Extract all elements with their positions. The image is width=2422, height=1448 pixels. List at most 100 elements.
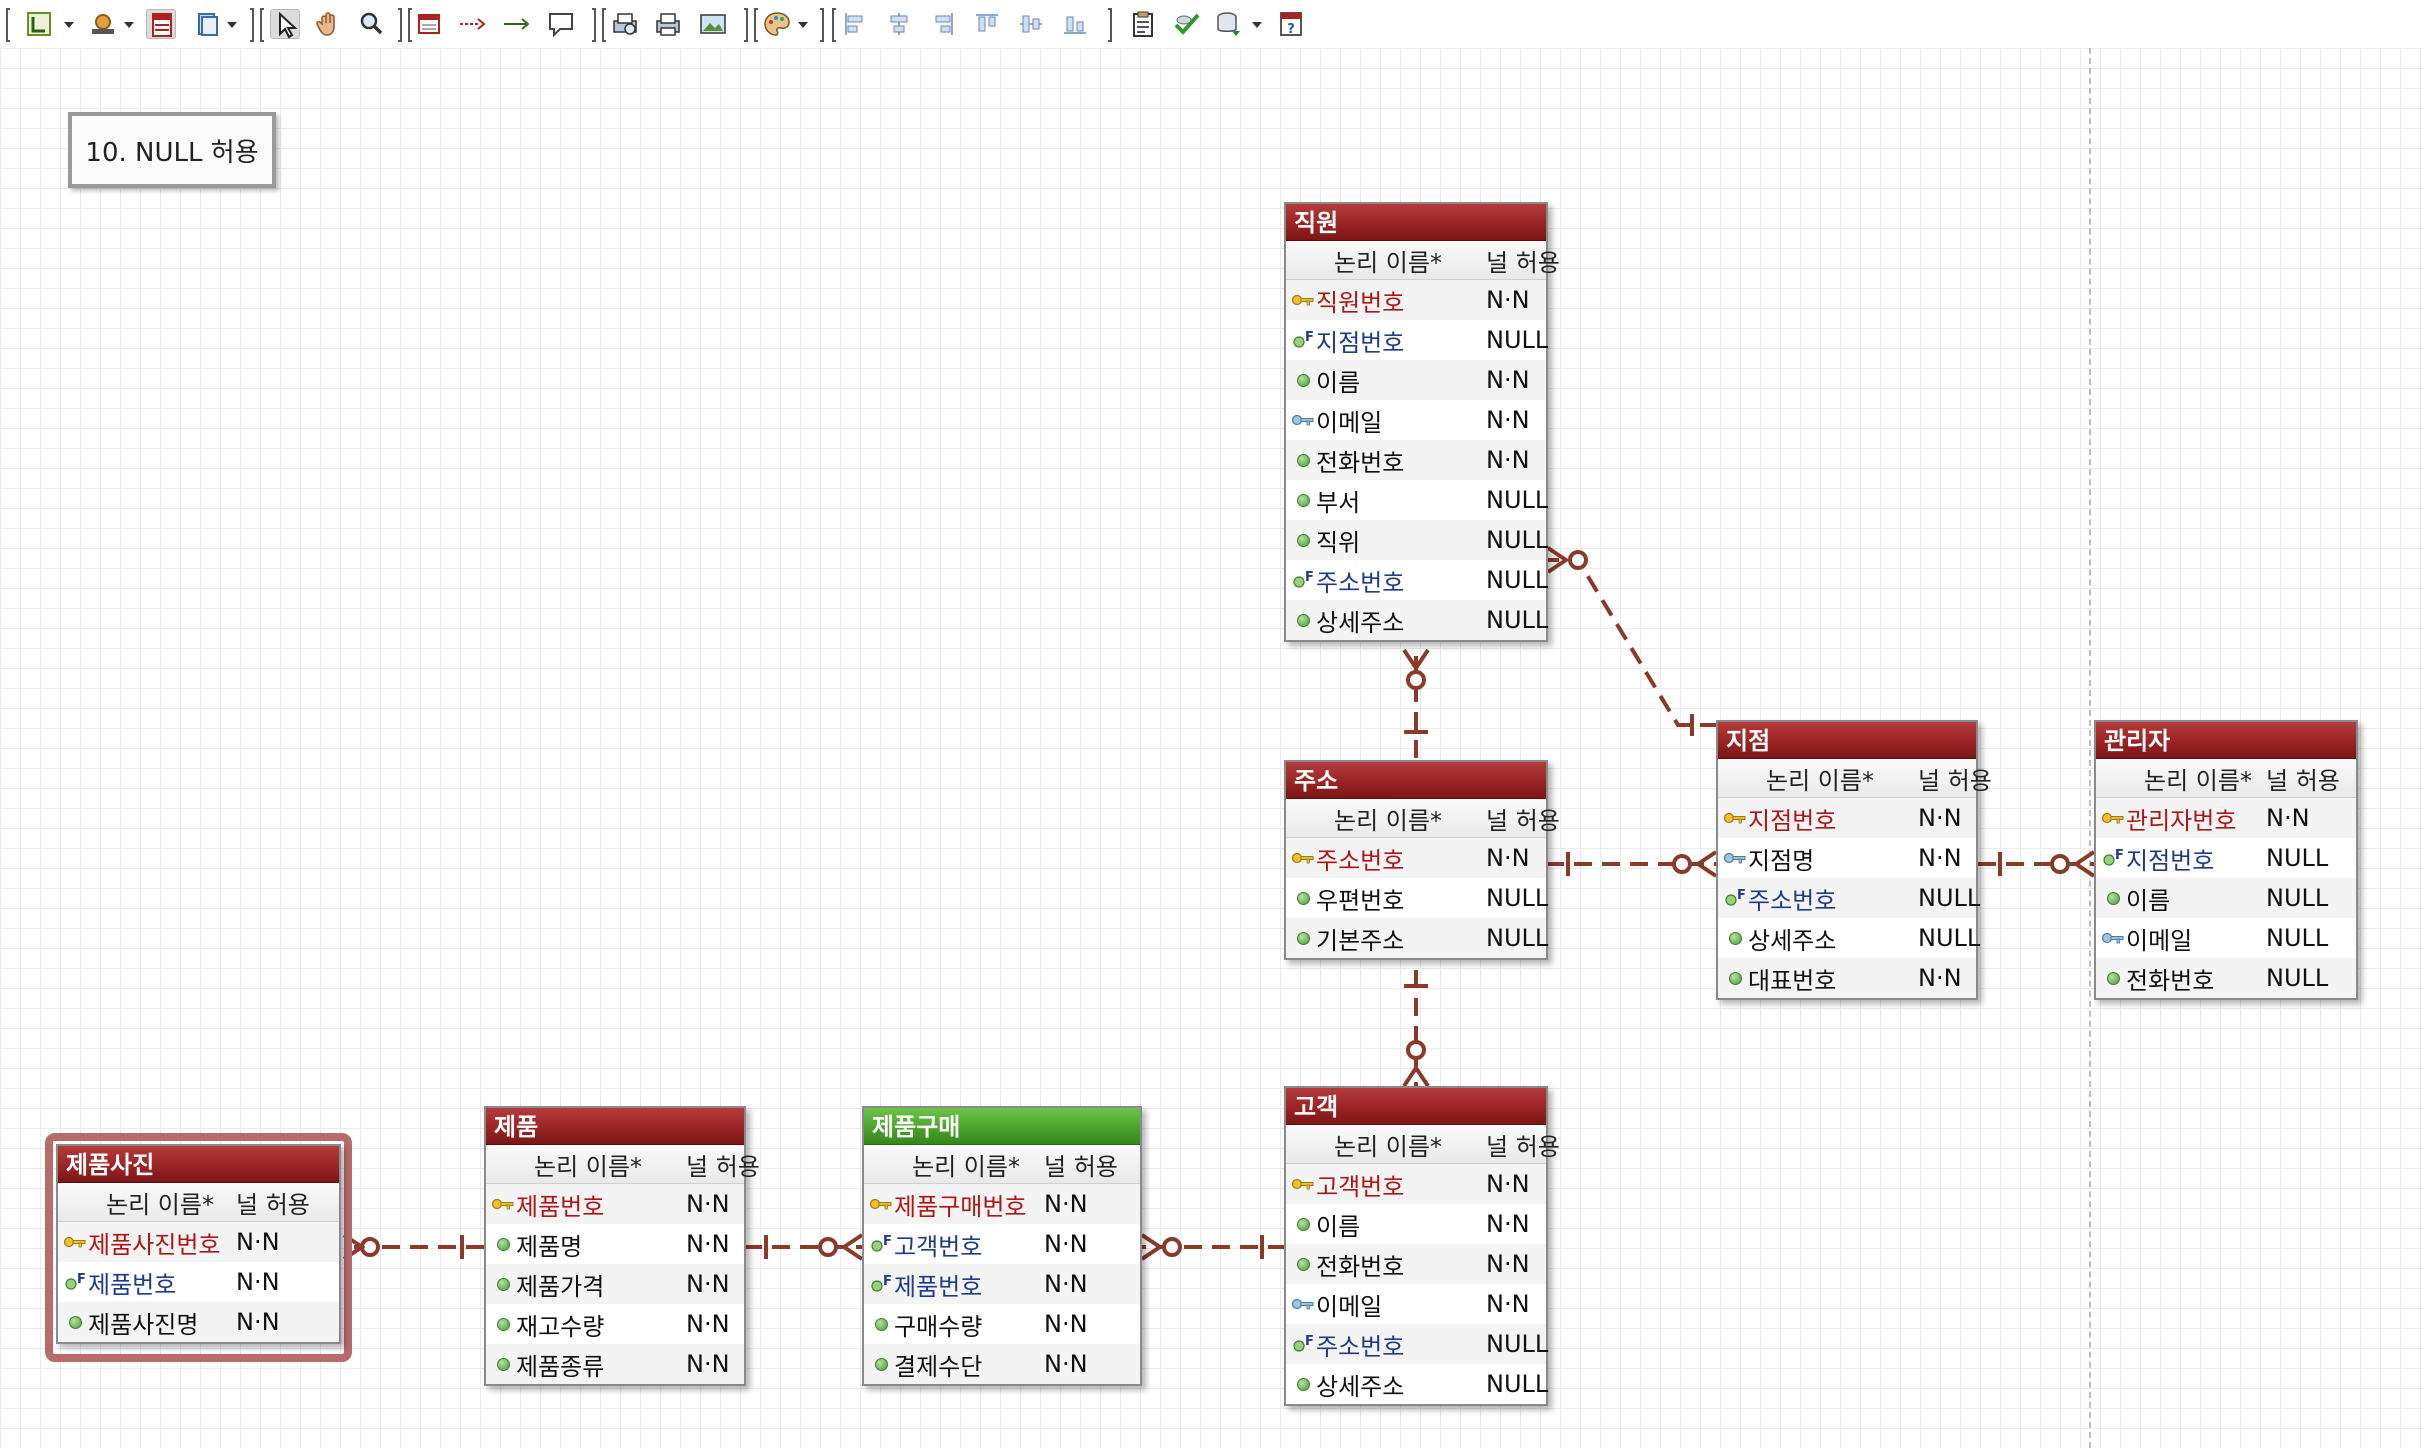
svg-text:F: F xyxy=(77,1272,86,1287)
entity-title[interactable]: 관리자 xyxy=(2096,722,2356,759)
attribute-name: 전화번호 xyxy=(2126,966,2215,995)
align-right-button[interactable] xyxy=(928,9,958,39)
table-button[interactable] xyxy=(146,9,176,39)
entity-title[interactable]: 제품 xyxy=(486,1108,744,1145)
attribute-icon xyxy=(497,1278,510,1291)
entity-title[interactable]: 지점 xyxy=(1718,722,1976,759)
chevron-down-icon[interactable] xyxy=(124,22,134,28)
entity-title[interactable]: 고객 xyxy=(1286,1088,1546,1125)
entity-title[interactable]: 직원 xyxy=(1286,204,1546,241)
attribute-nullable: N·N xyxy=(236,1308,280,1336)
entity-title[interactable]: 주소 xyxy=(1286,762,1546,799)
align-middle-button[interactable] xyxy=(1016,9,1046,39)
chevron-down-icon[interactable] xyxy=(1252,22,1262,28)
layout-button[interactable] xyxy=(24,9,54,39)
align-left-button[interactable] xyxy=(840,9,870,39)
print-button[interactable] xyxy=(653,9,683,39)
align-center-button[interactable] xyxy=(884,9,914,39)
identifying-relation-button[interactable] xyxy=(502,9,532,39)
zoom-button[interactable] xyxy=(356,9,386,39)
hand-pan-button[interactable] xyxy=(313,9,343,39)
help-button[interactable]: ? xyxy=(1276,9,1306,39)
chevron-down-icon[interactable] xyxy=(64,22,74,28)
db-sync-button[interactable] xyxy=(1214,9,1244,39)
align-top-button[interactable] xyxy=(972,9,1002,39)
validate-button[interactable] xyxy=(1172,9,1202,39)
align-bottom-button[interactable] xyxy=(1060,9,1090,39)
attribute-kind: F xyxy=(864,1264,894,1304)
document-button[interactable] xyxy=(192,9,222,39)
nullable-header: 널 허용 xyxy=(2266,766,2340,795)
chevron-down-icon[interactable] xyxy=(227,22,237,28)
select-pointer-button[interactable] xyxy=(270,9,300,39)
attribute-name: 이메일 xyxy=(2126,926,2193,955)
image-export-button[interactable] xyxy=(698,9,728,39)
note-button[interactable] xyxy=(546,9,576,39)
attribute-icon xyxy=(1297,1258,1310,1271)
clipboard-button[interactable] xyxy=(1128,9,1158,39)
color-palette-button[interactable] xyxy=(762,9,792,39)
non-identifying-relation-button[interactable] xyxy=(458,9,488,39)
print-preview-button[interactable] xyxy=(610,9,640,39)
diagram-canvas[interactable] xyxy=(0,48,2422,1448)
diagram-note[interactable]: 10. NULL 허용 xyxy=(68,112,276,188)
entity-title[interactable]: 제품사진 xyxy=(58,1146,339,1183)
attribute-name: 주소번호 xyxy=(1748,886,1837,915)
chevron-down-icon[interactable] xyxy=(798,22,808,28)
new-entity-button[interactable] xyxy=(414,9,444,39)
foreign-key-icon: F xyxy=(871,1274,892,1292)
palette-settings-button[interactable] xyxy=(88,9,118,39)
entity-title[interactable]: 제품구매 xyxy=(864,1108,1140,1145)
column-header-row: 논리 이름*널 허용 xyxy=(1286,241,1560,280)
